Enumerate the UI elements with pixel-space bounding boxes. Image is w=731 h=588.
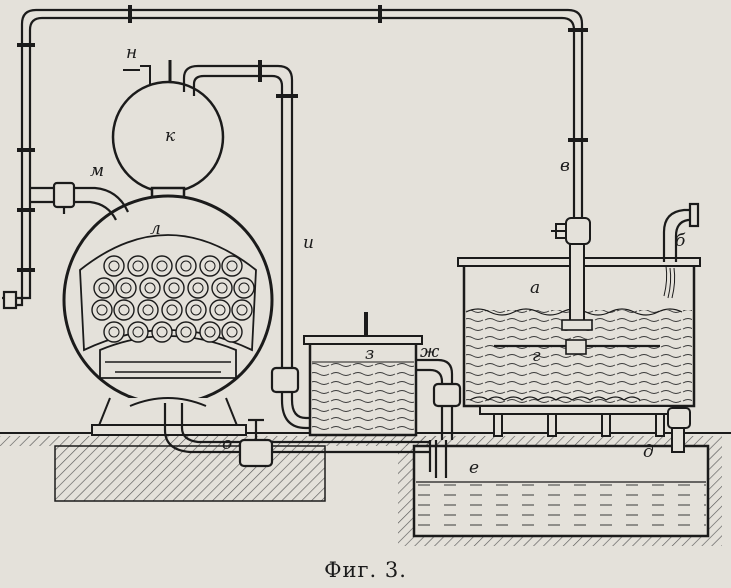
boiler-tube-bore [108,260,120,272]
boiler-tube [103,321,125,343]
pipe-zh [416,358,462,478]
label-l: л [150,219,161,239]
boiler-tube-bore [144,282,156,294]
boiler-tube [115,277,137,299]
boiler-tube-bore [192,282,204,294]
boiler-l [62,194,274,406]
label-i: и [303,233,314,253]
boiler-tube-bore [142,304,154,316]
boiler-tube [151,255,173,277]
boiler-tube [139,277,161,299]
boiler-tube-bore [204,326,216,338]
inlet-pipe-b [662,202,700,299]
boiler-tube-bore [132,326,144,338]
label-a: а [530,278,541,298]
boiler-tube [175,321,197,343]
boiler-tube [151,321,173,343]
boiler-tube-bore [226,326,238,338]
boiler-tube-bore [216,282,228,294]
boiler-tube-bore [236,304,248,316]
boiler-tube-bore [156,326,168,338]
tank-a [457,243,701,408]
label-d: д [643,442,654,462]
boiler-tube-bore [108,326,120,338]
pipe-i [182,60,312,430]
boiler-tube-bore [214,304,226,316]
tank-a-stand [479,405,681,437]
boiler-tube [221,321,243,343]
drain-valve-d [667,407,691,453]
boiler-tube-bore [168,282,180,294]
label-m: м [90,161,105,181]
boiler-tube-bore [96,304,108,316]
figure-caption: Фиг. 3. [324,558,407,582]
boiler-tube [113,299,135,321]
tank-z [303,312,423,437]
pipe-m [30,181,130,221]
boiler-tube-bore [98,282,110,294]
boiler-tube [209,299,231,321]
label-n: н [126,43,138,63]
top-pipe [2,5,588,310]
boiler-tube-bore [238,282,250,294]
label-g: г [532,346,541,366]
valve-top-pipe [551,217,591,245]
boiler-tube-bore [166,304,178,316]
boiler-tube [185,299,207,321]
label-e: е [469,458,480,478]
boiler-tube [221,255,243,277]
boiler-tube [211,277,233,299]
boiler-tube [187,277,209,299]
lower-tank-e [412,444,710,538]
label-b: б [675,231,686,251]
boiler-tube [137,299,159,321]
boiler-tube-bore [226,260,238,272]
boiler-tube-bore [180,326,192,338]
label-z: з [365,344,375,364]
pipe-o [163,403,432,472]
boiler-tube [127,321,149,343]
label-v-top: в [560,156,570,176]
boiler-tube [175,255,197,277]
label-k: к [165,126,176,146]
boiler-tube [91,299,113,321]
boiler-tube-bore [120,282,132,294]
label-zh: ж [420,342,440,362]
boiler-tube-bore [204,260,216,272]
boiler-tube [199,255,221,277]
boiler-stand [91,397,247,436]
boiler-tube [231,299,253,321]
boiler-tube [163,277,185,299]
boiler-tube [233,277,255,299]
label-o: о [222,434,233,454]
boiler-tube-bore [180,260,192,272]
boiler-tube [127,255,149,277]
boiler-tube-bore [190,304,202,316]
boiler-tube [161,299,183,321]
boiler-tube-bore [156,260,168,272]
boiler-tubes [91,255,255,343]
boiler-tube [199,321,221,343]
boiler-tube [93,277,115,299]
boiler-tube-bore [118,304,130,316]
boiler-tube [103,255,125,277]
apparatus-diagram [0,5,731,546]
boiler-tube-bore [132,260,144,272]
